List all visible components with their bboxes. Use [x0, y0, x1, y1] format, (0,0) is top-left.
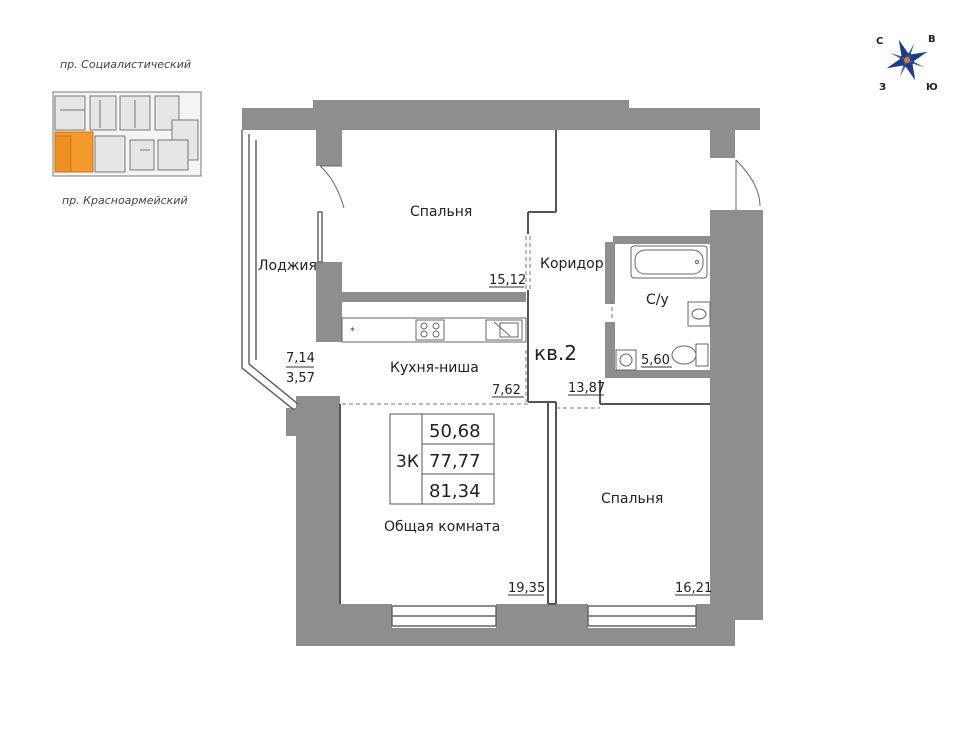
- walls: [242, 100, 763, 646]
- room-name-bedroom-top: Спальня: [410, 204, 472, 220]
- room-area-bedroom-top: 15,12: [489, 273, 526, 288]
- rooms-code: 3К: [396, 452, 419, 472]
- compass-south-label: Ю: [926, 82, 938, 93]
- room-name-corridor: Коридор: [540, 256, 604, 272]
- stove-icon: [415, 319, 445, 341]
- street-label-top: пр. Социалистический: [60, 58, 191, 71]
- zone-borders: [342, 236, 613, 409]
- room-name-bathroom: С/у: [646, 292, 669, 308]
- room-name-living-room: Общая комната: [384, 519, 500, 535]
- room-name-bedroom-bottom: Спальня: [601, 491, 663, 507]
- kitchen-sink-icon: [485, 319, 523, 341]
- apartment-label: кв.2: [534, 341, 577, 365]
- room-name-kitchen: Кухня-ниша: [390, 360, 479, 376]
- svg-text:*: *: [350, 326, 355, 337]
- loggia-outline: [241, 130, 299, 411]
- room-name-loggia: Лоджия: [258, 258, 317, 274]
- washing-machine-icon: [615, 349, 637, 371]
- bathtub-icon: [630, 245, 708, 279]
- compass-east-label: В: [928, 34, 936, 45]
- doors: [319, 159, 761, 210]
- street-label-bottom: пр. Красноармейский: [62, 194, 188, 207]
- room-area-living-room: 19,35: [508, 581, 545, 596]
- room-area-bathroom: 5,60: [641, 353, 670, 368]
- room-area-corridor: 13,87: [568, 381, 605, 396]
- sink-icon: [687, 301, 711, 327]
- compass-west-label: З: [879, 82, 886, 93]
- compass-rose: [886, 39, 928, 81]
- living-area: 50,68: [429, 421, 481, 442]
- total-area: 77,77: [429, 451, 481, 472]
- windows: [317, 211, 697, 627]
- key-plan-highlight: [54, 131, 94, 173]
- room-area-bedroom-bottom: 16,21: [675, 581, 712, 596]
- room-area-loggia-reduced: 3,57: [286, 371, 315, 386]
- toilet-icon: [671, 343, 709, 367]
- room-area-kitchen: 7,62: [492, 383, 521, 398]
- compass-north-label: С: [876, 36, 883, 47]
- total-area-with-loggia: 81,34: [429, 481, 481, 502]
- fridge-icon: *: [350, 326, 355, 337]
- apartment-info-box: [389, 413, 495, 505]
- partitions: [339, 130, 710, 605]
- room-area-loggia: 7,14: [286, 351, 315, 366]
